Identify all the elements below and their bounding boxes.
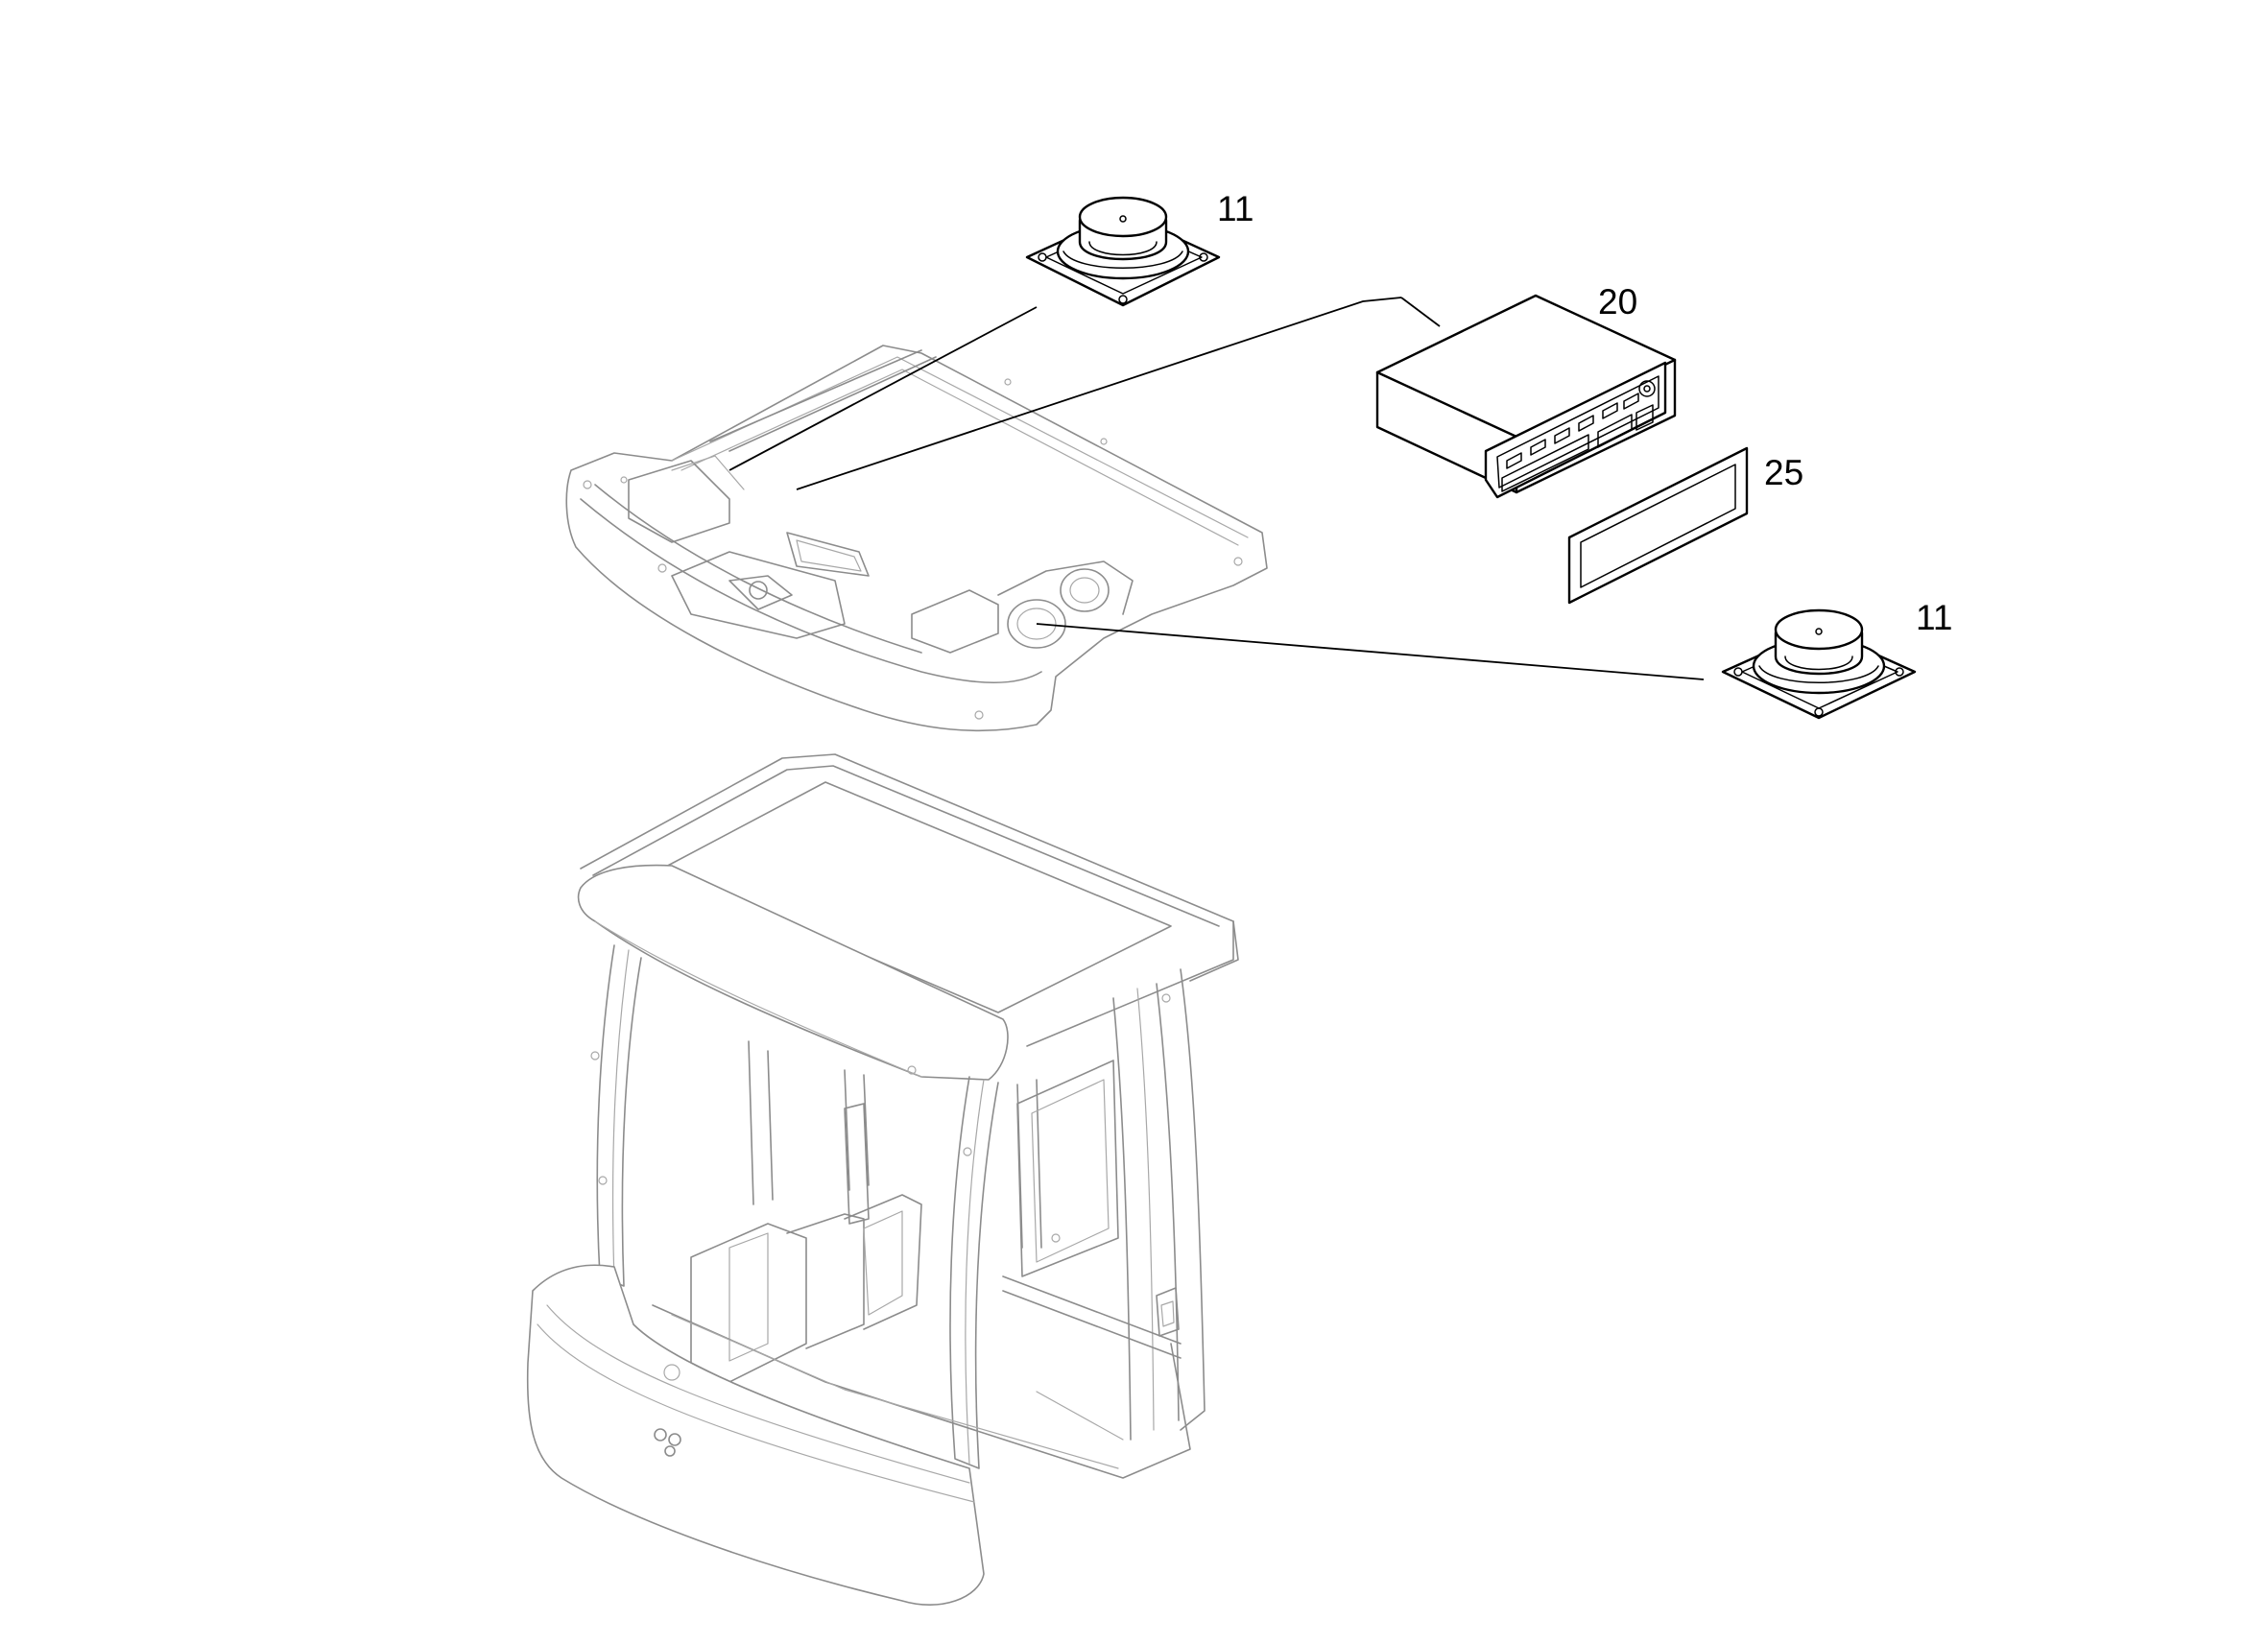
callout-11-upper: 11 [1217, 189, 1253, 228]
radio-unit [1375, 294, 1677, 499]
speaker-lower [1721, 608, 1917, 720]
speaker-upper [1025, 196, 1221, 307]
callout-labels: 11 20 25 11 [1217, 189, 1952, 637]
callout-11-lower: 11 [1916, 598, 1952, 637]
gasket [1567, 446, 1749, 605]
callout-20: 20 [1598, 282, 1637, 322]
callout-25: 25 [1764, 453, 1803, 492]
operator-cab [526, 753, 1239, 1606]
leader-lines [728, 297, 1705, 680]
roof-liner [565, 345, 1268, 732]
